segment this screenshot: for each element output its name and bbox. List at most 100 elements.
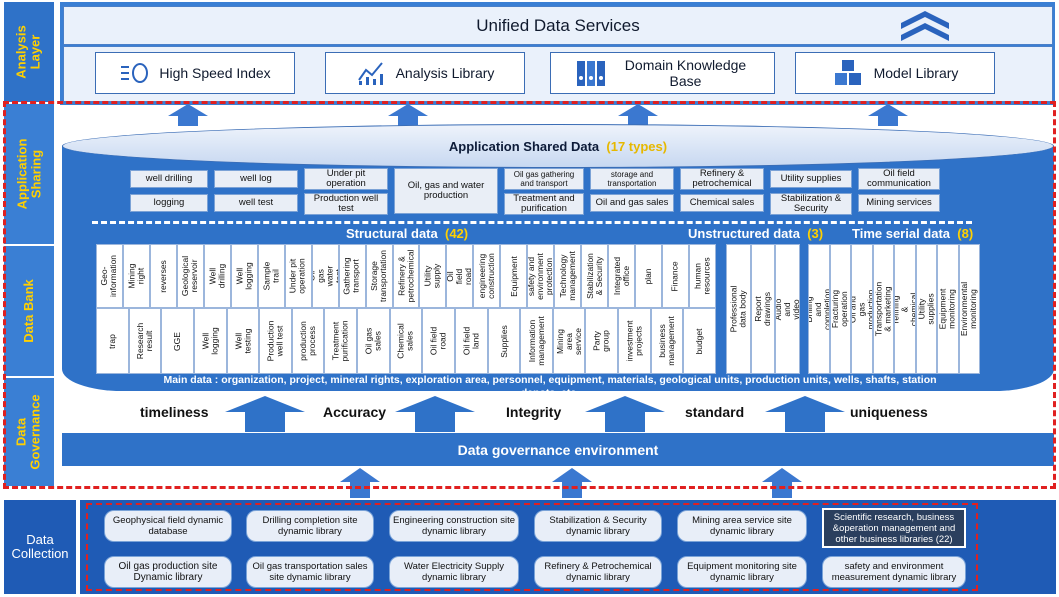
structural-bottom-cell-14: Mining area service [552, 308, 586, 374]
layer-label-analysis: Analysis Layer [4, 2, 54, 102]
unstructured-cell-0: Professional data body [726, 244, 751, 374]
structural-top-cell-4: Well drilling [203, 244, 231, 308]
structural-top-cell-22: human resources [689, 244, 716, 308]
structural-bottom-cell-2: GGE [161, 308, 194, 374]
structural-top-cell-15: Equipment [500, 244, 528, 308]
structural-bottom-cell-13: Information management [520, 308, 553, 374]
structural-bottom-cell-4: Well testing [226, 308, 260, 374]
structural-bottom-cell-11: Oil field land [454, 308, 488, 374]
timeserial-cell-6: Equipment monitoring [937, 244, 959, 374]
layer-label-bank: Data Bank [4, 246, 54, 376]
collection-lib-safety: safety and environment measurement dynam… [822, 556, 966, 588]
bank-divider [92, 221, 972, 224]
line-chart-icon [357, 62, 383, 85]
domain-knowledge-base-label: Domain Knowledge Base [624, 57, 747, 89]
index-search-icon [121, 63, 149, 83]
cubes-icon [834, 60, 861, 85]
quality-accuracy: Accuracy [323, 404, 387, 420]
shared-well-log: well log [214, 170, 298, 188]
main-data-text: Main data : organization, project, miner… [163, 374, 937, 399]
collection-lib-equipment: Equipment monitoring site dynamic librar… [677, 556, 807, 588]
timeserial-cell-1: Fracturing operation [829, 244, 851, 374]
collection-arrows [340, 468, 802, 498]
structural-top-cell-5: Well logging [230, 244, 258, 308]
structural-top-cell-19: Integrated office [608, 244, 636, 308]
shared-data-count: (17 types) [606, 138, 668, 154]
collection-lib-geophysical: Geophysical field dynamic database [104, 510, 232, 542]
shared-oil-gas-water: Oil, gas and water production [394, 168, 498, 214]
structural-bottom-cell-15: Party group [585, 308, 619, 374]
structural-bottom-cell-6: production process [291, 308, 325, 374]
structural-bottom-cell-9: Chemical sales [389, 308, 423, 374]
structural-bottom-cell-0: trap [96, 308, 129, 374]
chevrons-up-icon [901, 11, 949, 41]
timeserial-cell-0: Drilling and completion [808, 244, 830, 374]
shared-mining-services: Mining services [858, 194, 940, 212]
collection-lib-business: Scientific research, business &operation… [822, 508, 966, 548]
unstructured-cell-1: Report drawings [750, 244, 776, 374]
structural-bottom-cell-18: budget [683, 308, 716, 374]
structural-top-cell-10: Storage transportation [365, 244, 393, 308]
shared-well-drilling: well drilling [130, 170, 208, 188]
data-cylinder-top: Application Shared Data (17 types) [62, 124, 1054, 168]
structural-top-cell-17: Technology management [554, 244, 582, 308]
shared-stabilization: Stabilization & Security [770, 193, 852, 215]
structural-top-cell-3: Geological reservoir [176, 244, 204, 308]
collection-lib-refinery: Refinery & Petrochemical dynamic library [534, 556, 662, 588]
collection-lib-transportation: Oil gas transportation sales site dynami… [246, 556, 374, 588]
collection-frame [86, 503, 978, 591]
structural-top-cell-14: engineering construction [473, 244, 501, 308]
unstructured-cell-2: Audio and video [775, 244, 800, 374]
high-speed-index-box: High Speed Index [95, 52, 295, 94]
structural-bottom-cell-10: Oil field road [422, 308, 455, 374]
timeserial-cell-2: Oil and gas production [851, 244, 873, 374]
shared-utility-supplies: Utility supplies [770, 170, 852, 188]
model-library-label: Model Library [873, 65, 959, 81]
structural-top-cell-7: Under pit operation [284, 244, 312, 308]
shared-production-well-test: Production well test [304, 193, 388, 215]
timeserial-cell-4: Oil refining & chemical industry [894, 244, 916, 374]
structural-top-cell-21: Finance [662, 244, 690, 308]
shared-data-title: Application Shared Data [448, 138, 600, 154]
collection-lib-engineering: Engineering construction site dynamic li… [389, 510, 519, 542]
governance-env-bar: Data governance environment [62, 433, 1054, 466]
structural-top-cell-12: Utility supply [419, 244, 447, 308]
structural-top-cell-20: plan [635, 244, 663, 308]
layer-label-collection: Data Collection [4, 500, 76, 594]
unified-data-services-bar: Unified Data Services [63, 6, 1053, 45]
structural-top-cell-18: Stabilization & Security [581, 244, 609, 308]
quality-uniqueness: uniqueness [850, 404, 928, 420]
structural-bottom-cell-16: investment projects [618, 308, 651, 374]
structural-top-cell-16: safety and environment protection [527, 244, 555, 308]
shared-oil-gas-sales: Oil and gas sales [590, 194, 674, 212]
structural-top-cell-11: Refinery & petrochemical [392, 244, 420, 308]
shared-treatment: Treatment and purification [504, 193, 584, 215]
collection-lib-drilling: Drilling completion site dynamic library [246, 510, 374, 542]
up-arrows-top [168, 104, 908, 126]
structural-bottom-cell-17: business management [650, 308, 684, 374]
shared-chemical-sales: Chemical sales [680, 194, 764, 212]
structural-top-cell-2: reverses [149, 244, 177, 308]
collection-lib-stabilization: Stabilization & Security dynamic library [534, 510, 662, 542]
shared-well-test: well test [214, 194, 298, 212]
structural-top-cell-0: Geo-information [96, 244, 123, 308]
shared-refinery: Refinery & petrochemical [680, 168, 764, 190]
upper-layers-frame [3, 101, 1056, 489]
structural-bottom-cell-3: Well logging [193, 308, 227, 374]
shared-gathering: Oil gas gathering and transport [504, 168, 584, 190]
binders-icon [576, 61, 605, 86]
analysis-library-label: Analysis Library [395, 65, 495, 81]
structural-top-cell-8: Oil gas water test [311, 244, 339, 308]
timeserial-cell-7: Environmental monitoring [958, 244, 980, 374]
collection-lib-oilgas-production: Oil gas production site Dynamic library [104, 556, 232, 588]
shared-oilfield-communication: Oil field communication [858, 168, 940, 190]
structural-top-cell-1: Mining right [122, 244, 150, 308]
governance-arrows [225, 396, 845, 432]
timeserial-heading: Time serial data (8) [852, 226, 974, 241]
structural-top-cell-6: Sample trail [257, 244, 285, 308]
layer-label-sharing: Application Sharing [4, 104, 54, 244]
structural-bottom-cell-12: Supplies [487, 308, 521, 374]
